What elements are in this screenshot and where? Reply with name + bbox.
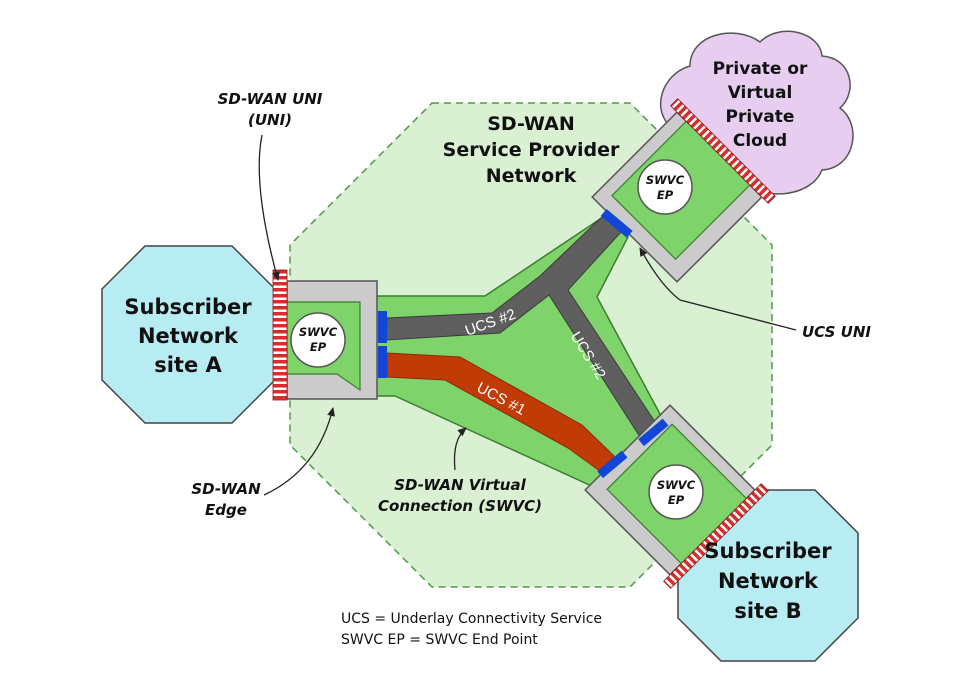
swvc-ep-b-label-1: SWVC bbox=[657, 478, 696, 492]
uni-cloud-hatch bbox=[670, 98, 776, 204]
cloud-label-1: Private or bbox=[713, 59, 808, 79]
ucs-uni-cloud bbox=[600, 209, 633, 238]
callout-sdwan-edge-2: Edge bbox=[205, 501, 247, 519]
site-b-label-2: Network bbox=[718, 569, 819, 593]
provider-network-label-3: Network bbox=[486, 165, 577, 187]
callout-line-sdwan-uni bbox=[258, 134, 280, 281]
callout-sdwan-edge-1: SD-WAN bbox=[191, 480, 261, 498]
site-a-label-2: Network bbox=[138, 324, 239, 348]
site-a-label-1: Subscriber bbox=[124, 295, 252, 319]
ucs-uni-b-lower bbox=[597, 450, 628, 479]
uni-b-hatch bbox=[663, 483, 769, 589]
swvc-ep-a-label-1: SWVC bbox=[299, 325, 338, 339]
swvc-ep-cloud-label-2: EP bbox=[657, 188, 674, 202]
ucs-uni-a-lower bbox=[378, 346, 387, 378]
callout-ucs-uni: UCS UNI bbox=[802, 323, 871, 341]
uni-a-hatch bbox=[272, 269, 288, 401]
callout-line-ucs-uni bbox=[639, 247, 797, 331]
legend-line-1: UCS = Underlay Connectivity Service bbox=[341, 611, 602, 627]
site-a-octagon bbox=[101, 245, 276, 424]
callout-sdwan-uni-2: (UNI) bbox=[248, 111, 292, 129]
swvc-ep-a-label-2: EP bbox=[310, 340, 327, 354]
swvc-ep-cloud-circle bbox=[637, 159, 693, 215]
cloud-label-3: Private bbox=[726, 107, 795, 127]
provider-network-label-2: Service Provider bbox=[443, 139, 620, 161]
ucs2-path bbox=[385, 211, 660, 441]
swvc-ep-b-label-2: EP bbox=[668, 493, 685, 507]
site-b-label-3: site B bbox=[734, 599, 801, 623]
ucs-uni-b-upper bbox=[638, 418, 669, 447]
swvc-ep-a-circle bbox=[290, 312, 346, 368]
callout-line-sdwan-edge bbox=[263, 407, 336, 496]
site-b-label-1: Subscriber bbox=[704, 539, 832, 563]
ucs-uni-a-upper bbox=[378, 311, 387, 343]
cloud-label-4: Cloud bbox=[733, 131, 787, 151]
provider-network-label-1: SD-WAN bbox=[487, 113, 575, 135]
callout-swvc-1: SD-WAN Virtual bbox=[394, 476, 526, 494]
site-a-label-3: site A bbox=[154, 353, 222, 377]
callout-swvc-2: Connection (SWVC) bbox=[378, 497, 542, 515]
legend-line-2: SWVC EP = SWVC End Point bbox=[341, 632, 538, 648]
cloud-label-2: Virtual bbox=[728, 83, 793, 103]
swvc-ep-b-circle bbox=[648, 464, 704, 520]
callout-sdwan-uni-1: SD-WAN UNI bbox=[218, 90, 323, 108]
swvc-band bbox=[359, 216, 669, 489]
callout-line-swvc bbox=[453, 427, 467, 471]
swvc-ep-cloud-label-1: SWVC bbox=[646, 173, 685, 187]
